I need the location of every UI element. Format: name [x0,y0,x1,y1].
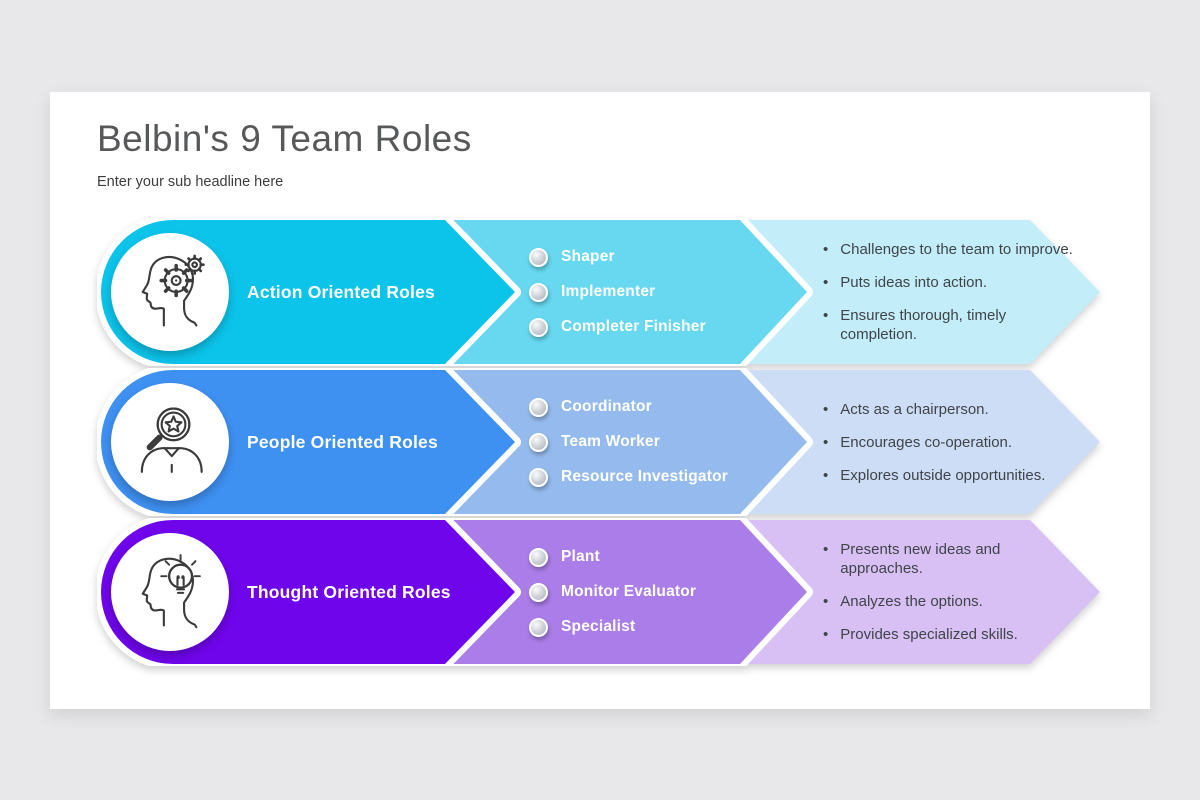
roles-list: Shaper Implementer Completer Finisher [529,218,759,366]
role-label: Team Worker [561,433,660,450]
person-magnifier-star-icon [140,407,203,473]
trait-text: Acts as a chairperson. [840,400,989,418]
bullet-dot-icon: • [823,541,829,558]
role-label: Specialist [561,618,636,635]
role-item: Implementer [529,282,759,302]
bullet-dot-icon: • [823,307,829,324]
bullet-dot-icon: • [823,274,829,291]
sphere-bullet-icon [529,467,548,487]
head-lightbulb-icon [141,554,201,629]
bullet-dot-icon: • [823,433,829,451]
role-item: Monitor Evaluator [529,582,759,602]
sphere-bullet-icon [529,582,548,602]
role-item: Resource Investigator [529,467,759,487]
trait-item: • Presents new ideas and approaches. [823,540,1075,578]
role-item: Team Worker [529,432,759,452]
icon-badge [111,233,229,351]
trait-text: Puts ideas into action. [840,274,988,291]
sphere-bullet-icon [529,247,548,267]
trait-text: Presents new ideas and approaches. [840,541,1001,577]
slide-card: Belbin's 9 Team Roles Enter your sub hea… [50,92,1150,709]
sphere-bullet-icon [529,397,548,417]
page-title: Belbin's 9 Team Roles [97,118,472,159]
category-label: Action Oriented Roles [247,281,435,302]
trait-text: Provides specialized skills. [840,626,1018,643]
trait-text: Challenges to the team to improve. [840,241,1073,258]
roles-list: Coordinator Team Worker Resource Investi… [529,368,759,516]
role-item: Completer Finisher [529,317,759,337]
bullet-dot-icon: • [823,466,829,484]
row-thought-oriented: Thought Oriented Roles Plant Monitor Eva… [97,518,1107,666]
category-label: Thought Oriented Roles [247,581,451,602]
head-gears-icon [141,254,205,327]
traits-list: • Challenges to the team to improve. • Put… [823,218,1075,366]
role-item: Coordinator [529,397,759,417]
segment-light [745,370,1100,514]
bullet-dot-icon: • [823,593,829,610]
bullet-dot-icon: • [823,400,829,418]
trait-item: • Acts as a chairperson. [823,400,1075,419]
sphere-bullet-icon [529,317,548,337]
bullet-dot-icon: • [823,626,829,643]
trait-text: Encourages co-operation. [840,433,1013,451]
trait-item: • Challenges to the team to improve. [823,240,1075,259]
role-label: Implementer [561,283,656,300]
sphere-bullet-icon [529,617,548,637]
segment-light [745,220,1100,364]
roles-list: Plant Monitor Evaluator Specialist [529,518,759,666]
trait-item: • Encourages co-operation. [823,433,1075,452]
role-label: Monitor Evaluator [561,583,697,600]
role-item: Plant [529,547,759,567]
page-subtitle: Enter your sub headline here [97,174,284,190]
trait-item: • Analyzes the options. [823,592,1075,611]
role-label: Coordinator [561,398,652,415]
trait-item: • Provides specialized skills. [823,625,1075,644]
role-label: Completer Finisher [561,318,706,335]
sphere-bullet-icon [529,547,548,567]
role-item: Shaper [529,247,759,267]
sphere-bullet-icon [529,432,548,452]
traits-list: • Presents new ideas and approaches. • Ana… [823,518,1075,666]
trait-text: Explores outside opportunities. [840,466,1046,484]
category-label: People Oriented Roles [247,431,438,452]
icon-badge [111,533,229,651]
trait-item: • Ensures thorough, timely completion. [823,306,1075,344]
row-people-oriented: People Oriented Roles Coordinator Team W… [97,368,1107,516]
trait-text: Analyzes the options. [840,593,983,610]
traits-list: • Acts as a chairperson. • Encourages co-o… [823,368,1075,516]
segment-light [745,520,1100,664]
row-action-oriented: Action Oriented Roles Shaper Implementer… [97,218,1107,366]
role-label: Plant [561,548,600,565]
sphere-bullet-icon [529,282,548,302]
role-item: Specialist [529,617,759,637]
trait-text: Ensures thorough, timely completion. [840,307,1007,343]
trait-item: • Puts ideas into action. [823,273,1075,292]
icon-badge [111,383,229,501]
role-label: Resource Investigator [561,468,729,485]
trait-item: • Explores outside opportunities. [823,466,1075,485]
bullet-dot-icon: • [823,241,829,258]
role-label: Shaper [561,248,615,265]
